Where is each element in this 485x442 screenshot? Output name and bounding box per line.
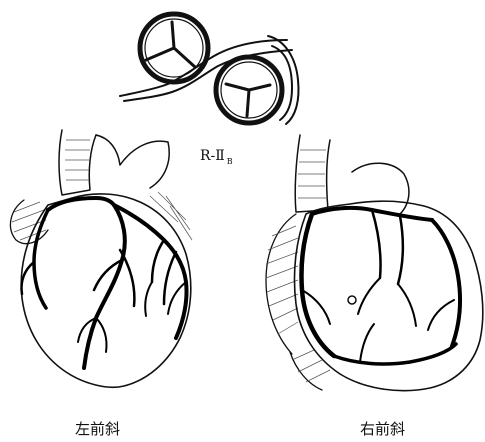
left-anterior-oblique-heart: [10, 130, 192, 387]
valve-diagram: [120, 14, 299, 124]
rao-heart-outline: [294, 201, 482, 390]
right-view-label: 右前斜: [360, 420, 405, 438]
rao-posterior-descending-artery: [334, 344, 456, 364]
lao-lad-artery: [84, 205, 125, 368]
aortic-valve-cusps: [146, 22, 195, 67]
rao-aorta: [295, 135, 330, 212]
lao-left-main-artery: [48, 198, 114, 210]
left-view-label: 左前斜: [75, 420, 120, 438]
rao-lad-artery: [432, 220, 460, 346]
variant-subscript: B: [227, 157, 233, 166]
rao-right-coronary-artery: [301, 214, 334, 356]
rao-atrium: [266, 214, 296, 354]
right-anterior-oblique-heart: [266, 135, 483, 391]
pulmonary-valve-cusps: [226, 84, 270, 116]
